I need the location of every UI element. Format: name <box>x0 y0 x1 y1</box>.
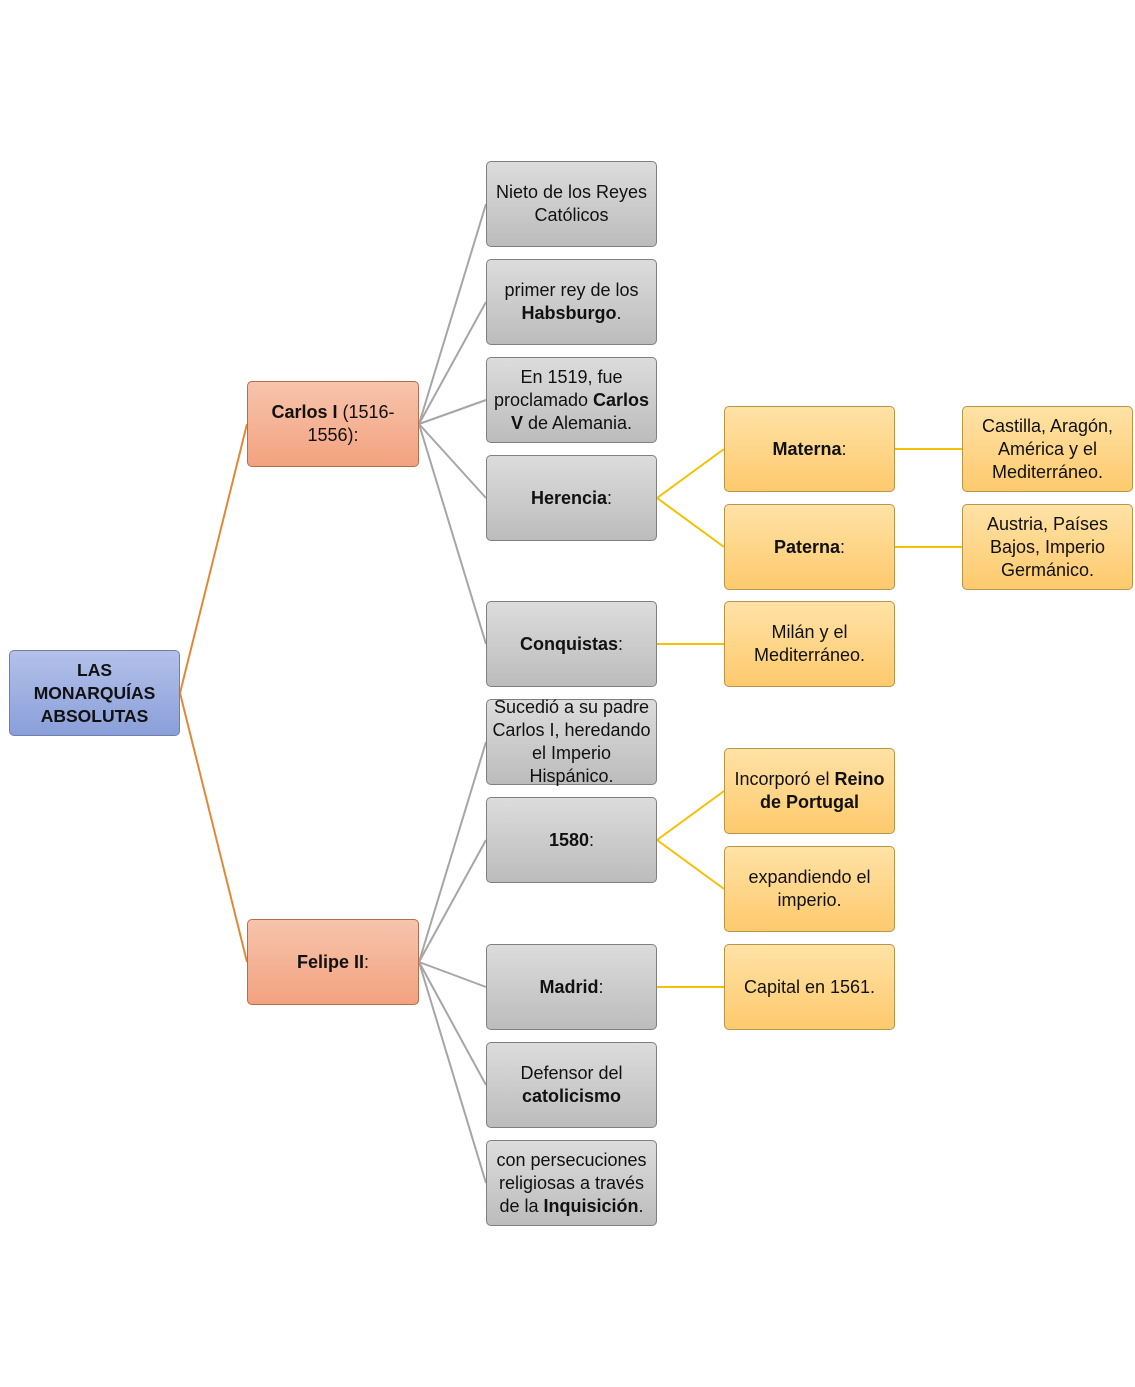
carlos-v-node-label: En 1519, fue proclamado Carlos V de Alem… <box>493 366 650 433</box>
habsburgo-node[interactable]: primer rey de los Habsburgo. <box>486 259 657 345</box>
herencia-node-label: Herencia: <box>530 487 613 508</box>
expandiendo-node[interactable]: expandiendo el imperio. <box>724 846 895 932</box>
felipe-ii-node-label: Felipe II: <box>296 951 370 972</box>
carlos-i-node[interactable]: Carlos I (1516-1556): <box>247 381 419 467</box>
connector-felipe-defensor-node <box>418 961 487 1086</box>
capital-node[interactable]: Capital en 1561. <box>724 944 895 1030</box>
connector-carlos-carlos-v-node <box>418 399 487 425</box>
conquistas-node-label: Conquistas: <box>519 633 624 654</box>
root-node-label: LAS MONARQUÍAS ABSOLUTAS <box>33 659 156 726</box>
portugal-node-label: Incorporó el Reino de Portugal <box>734 769 885 812</box>
connector-herencia-materna <box>656 448 725 499</box>
nieto-node[interactable]: Nieto de los Reyes Católicos <box>486 161 657 247</box>
austria-node[interactable]: Austria, Países Bajos, Imperio Germánico… <box>962 504 1133 590</box>
nieto-node-label: Nieto de los Reyes Católicos <box>495 182 648 225</box>
connector-felipe-sucedio-node <box>418 741 487 963</box>
connector-carlos-conquistas-node <box>418 423 487 645</box>
milan-node-label: Milán y el Mediterráneo. <box>753 622 866 665</box>
carlos-v-node[interactable]: En 1519, fue proclamado Carlos V de Alem… <box>486 357 657 443</box>
castilla-node[interactable]: Castilla, Aragón, América y el Mediterrá… <box>962 406 1133 492</box>
madrid-node-label: Madrid: <box>539 976 604 997</box>
conquistas-node[interactable]: Conquistas: <box>486 601 657 687</box>
persecuciones-node-label: con persecuciones religiosas a través de… <box>496 1149 647 1216</box>
defensor-node[interactable]: Defensor del catolicismo <box>486 1042 657 1128</box>
connector-felipe-persecuciones-node <box>418 961 487 1184</box>
materna-node-label: Materna: <box>772 438 847 459</box>
connector-felipe-madrid-node <box>418 961 487 988</box>
carlos-i-node-label: Carlos I (1516-1556): <box>271 402 395 445</box>
herencia-node[interactable]: Herencia: <box>486 455 657 541</box>
year-1580-node-label: 1580: <box>548 829 595 850</box>
connector-carlos-nieto-node <box>418 203 487 425</box>
sucedio-node[interactable]: Sucedió a su padre Carlos I, heredando e… <box>486 697 657 786</box>
paterna-node-label: Paterna: <box>773 536 846 557</box>
defensor-node-label: Defensor del catolicismo <box>520 1063 623 1106</box>
portugal-node[interactable]: Incorporó el Reino de Portugal <box>724 748 895 834</box>
connector-1580-expandiendo <box>656 839 725 890</box>
madrid-node[interactable]: Madrid: <box>486 944 657 1030</box>
connector-herencia-paterna <box>656 497 725 548</box>
expandiendo-node-label: expandiendo el imperio. <box>748 867 871 910</box>
year-1580-node[interactable]: 1580: <box>486 797 657 883</box>
sucedio-node-label: Sucedió a su padre Carlos I, heredando e… <box>492 697 651 786</box>
felipe-ii-node[interactable]: Felipe II: <box>247 919 419 1005</box>
persecuciones-node[interactable]: con persecuciones religiosas a través de… <box>486 1140 657 1226</box>
connector-root-carlos <box>179 423 248 694</box>
root-node[interactable]: LAS MONARQUÍAS ABSOLUTAS <box>9 650 180 736</box>
castilla-node-label: Castilla, Aragón, América y el Mediterrá… <box>981 415 1114 482</box>
connector-root-felipe <box>179 692 248 963</box>
connector-1580-portugal <box>656 790 725 841</box>
capital-node-label: Capital en 1561. <box>743 976 876 997</box>
connector-felipe-year-1580-node <box>418 839 487 963</box>
paterna-node[interactable]: Paterna: <box>724 504 895 590</box>
materna-node[interactable]: Materna: <box>724 406 895 492</box>
milan-node[interactable]: Milán y el Mediterráneo. <box>724 601 895 687</box>
connector-carlos-herencia-node <box>418 423 487 499</box>
austria-node-label: Austria, Países Bajos, Imperio Germánico… <box>986 513 1109 580</box>
connector-carlos-habsburgo-node <box>418 301 487 425</box>
habsburgo-node-label: primer rey de los Habsburgo. <box>504 280 639 323</box>
